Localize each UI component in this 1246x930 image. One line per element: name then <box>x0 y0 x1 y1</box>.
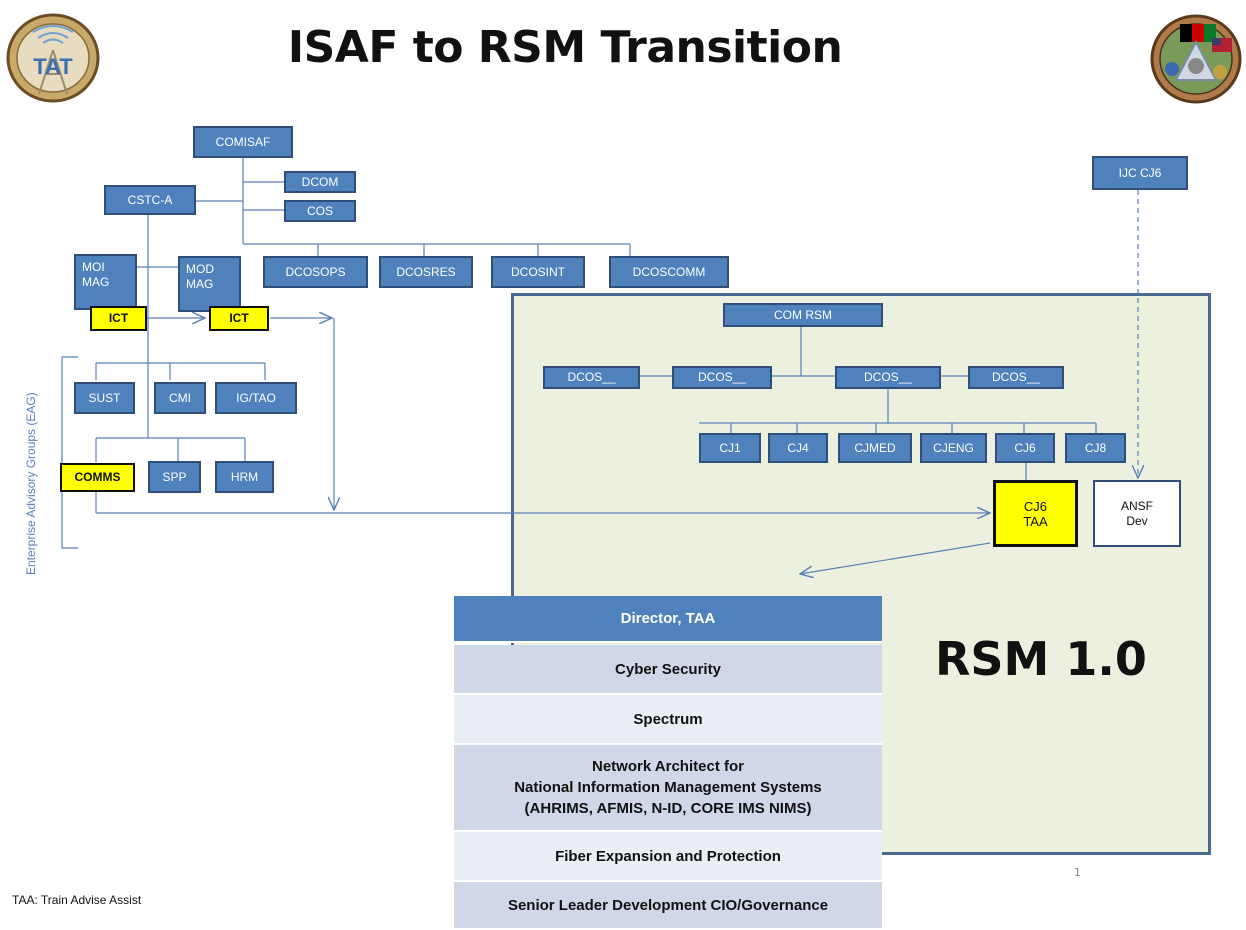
page-number: 1 <box>1074 866 1081 879</box>
node-sust: SUST <box>74 382 135 414</box>
node-dcos-2: DCOS__ <box>672 366 772 389</box>
node-mod-mag: MOD MAG <box>178 256 241 312</box>
tat-logo-text: TAT <box>33 54 73 79</box>
node-dcosint: DCOSINT <box>491 256 585 288</box>
node-cmi: CMI <box>154 382 206 414</box>
node-moi-mag: MOI MAG <box>74 254 137 310</box>
node-ijc-cj6: IJC CJ6 <box>1092 156 1188 190</box>
tat-logo-icon: TAT <box>5 12 101 104</box>
node-ict-mod: ICT <box>209 306 269 331</box>
taa-row-senior-leader: Senior Leader Development CIO/Governance <box>454 882 882 930</box>
node-spp: SPP <box>148 461 201 493</box>
page-title: ISAF to RSM Transition <box>287 22 843 73</box>
node-ig-tao: IG/TAO <box>215 382 297 414</box>
taa-row-fiber: Fiber Expansion and Protection <box>454 832 882 882</box>
node-cj6-taa: CJ6 TAA <box>993 480 1078 547</box>
node-cjeng: CJENG <box>920 433 987 463</box>
taa-row-director: Director, TAA <box>454 596 882 643</box>
eag-label: Enterprise Advisory Groups (EAG) <box>24 392 38 575</box>
node-comms: COMMS <box>60 463 135 492</box>
node-com-rsm: COM RSM <box>723 303 883 327</box>
node-cj4: CJ4 <box>768 433 828 463</box>
node-dcos-1: DCOS__ <box>543 366 640 389</box>
node-cjmed: CJMED <box>838 433 912 463</box>
taa-row-spectrum: Spectrum <box>454 695 882 745</box>
node-cj1: CJ1 <box>699 433 761 463</box>
node-cstc-a: CSTC-A <box>104 185 196 215</box>
afghanistan-emblem-icon <box>1150 14 1242 104</box>
node-ansf-dev: ANSF Dev <box>1093 480 1181 547</box>
node-cj6: CJ6 <box>995 433 1055 463</box>
rsm-label: RSM 1.0 <box>935 632 1147 686</box>
node-dcosops: DCOSOPS <box>263 256 368 288</box>
node-dcos-4: DCOS__ <box>968 366 1064 389</box>
node-dcoscomm: DCOSCOMM <box>609 256 729 288</box>
node-hrm: HRM <box>215 461 274 493</box>
node-dcos-3: DCOS__ <box>835 366 941 389</box>
node-cos: COS <box>284 200 356 222</box>
node-ict-moi: ICT <box>90 306 147 331</box>
node-dcom: DCOM <box>284 171 356 193</box>
taa-row-network-architect: Network Architect for National Informati… <box>454 745 882 832</box>
node-cj8: CJ8 <box>1065 433 1126 463</box>
taa-row-cyber-security: Cyber Security <box>454 645 882 695</box>
node-comisaf: COMISAF <box>193 126 293 158</box>
footnote: TAA: Train Advise Assist <box>12 893 142 907</box>
node-dcosres: DCOSRES <box>379 256 473 288</box>
